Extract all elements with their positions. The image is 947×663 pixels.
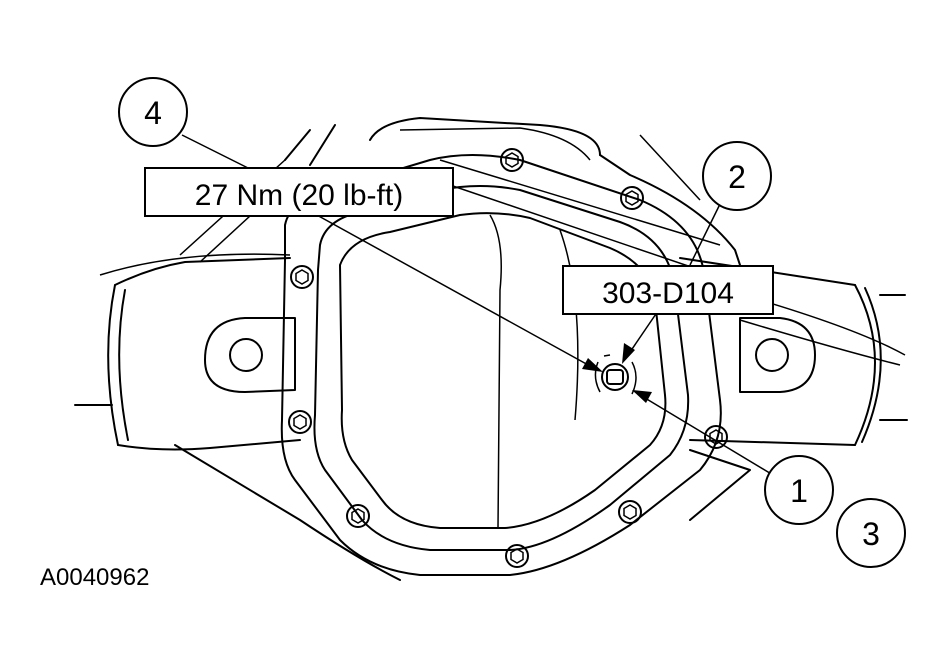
bolt-icon	[288, 410, 312, 434]
callout-3: 3	[836, 498, 906, 568]
left-mount-boss	[204, 317, 296, 393]
cover-flange	[280, 154, 722, 576]
right-mount-boss	[739, 317, 816, 393]
figure-id: A0040962	[40, 564, 149, 591]
bolt-icon	[346, 504, 370, 528]
bolt-icon	[618, 500, 642, 524]
arrow-head-plug	[632, 390, 652, 403]
callout-3-number: 3	[862, 516, 880, 552]
differential-housing	[174, 117, 751, 581]
torque-spec-label: 27 Nm (20 lb-ft)	[144, 167, 454, 217]
torque-spec-text: 27 Nm (20 lb-ft)	[195, 179, 403, 212]
callout-2: 2	[702, 141, 772, 211]
bolt-icon	[500, 148, 524, 172]
bolt-icon	[704, 425, 728, 449]
callout-4: 4	[118, 77, 188, 147]
leader-lines	[181, 134, 779, 479]
callout-1-number: 1	[790, 473, 808, 509]
cover-bolts	[288, 148, 728, 568]
callout-1: 1	[764, 455, 834, 525]
bolt-icon	[620, 186, 644, 210]
fill-plug	[594, 354, 637, 395]
callout-4-number: 4	[144, 95, 162, 131]
bolt-icon	[505, 544, 529, 568]
special-tool-label: 303-D104	[562, 265, 774, 315]
callout-2-number: 2	[728, 159, 746, 195]
arrow-head-tool	[622, 343, 635, 364]
special-tool-text: 303-D104	[602, 277, 734, 310]
arrow-head-torque	[582, 358, 603, 372]
bolt-icon	[290, 265, 314, 289]
left-axle-tube	[74, 159, 301, 451]
